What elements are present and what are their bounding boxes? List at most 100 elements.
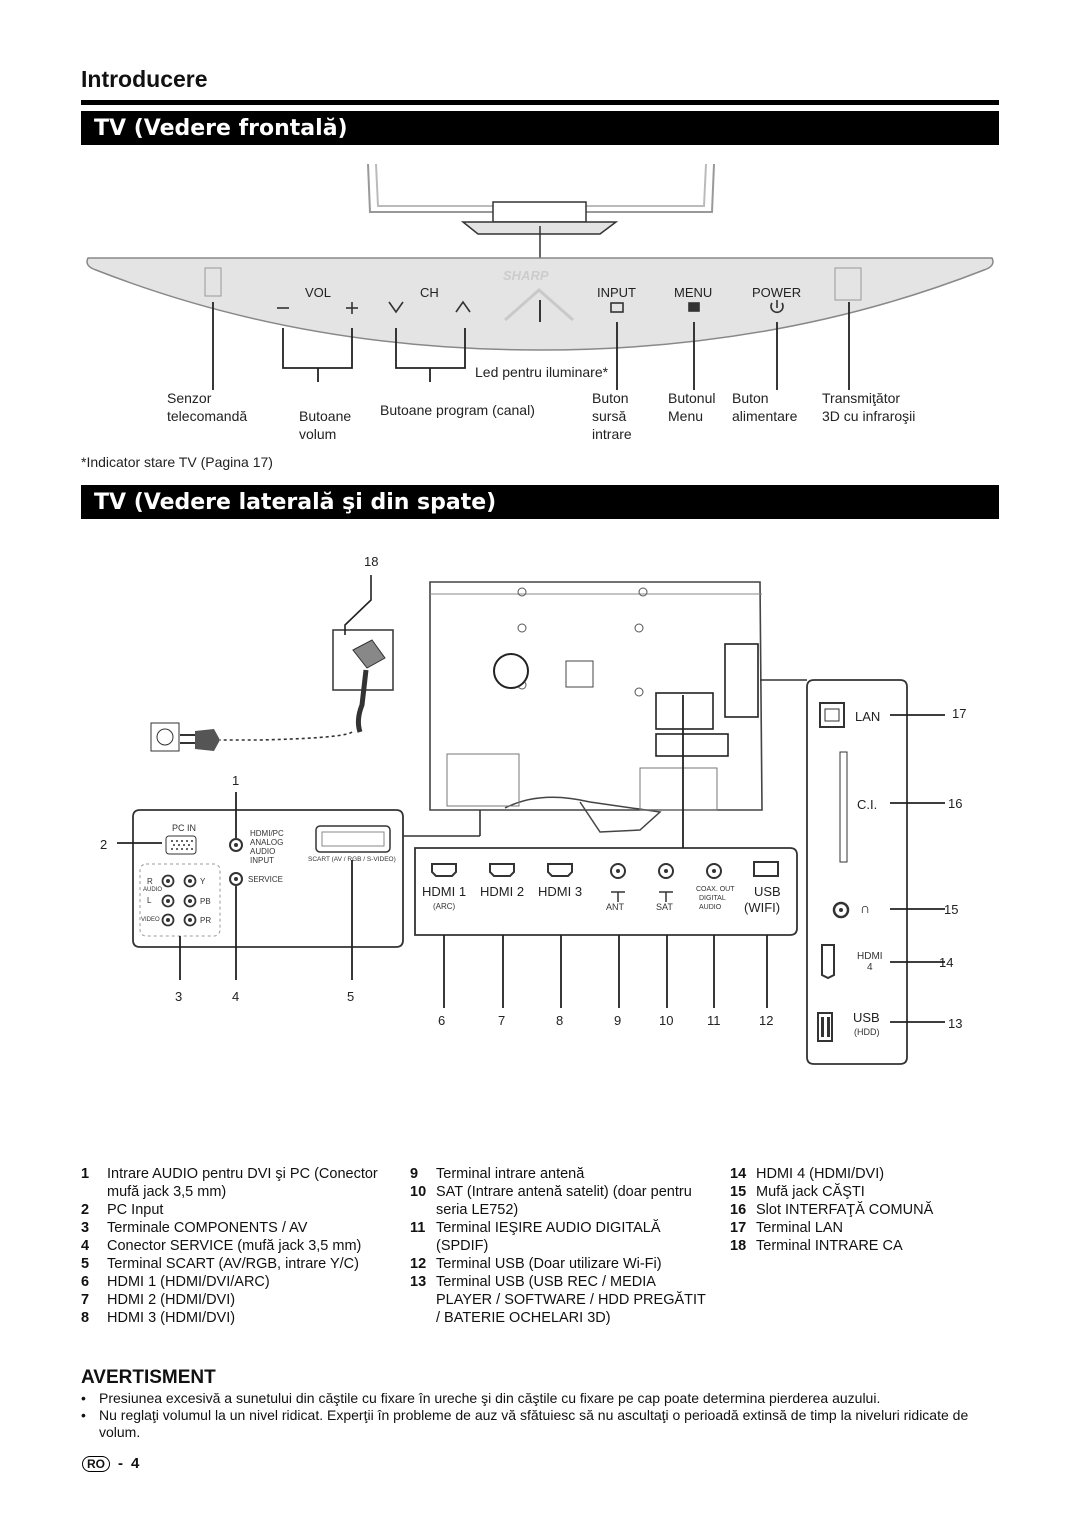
- power-plug: [195, 729, 220, 751]
- tv-stand-neck: [460, 201, 619, 258]
- ci-label: C.I.: [857, 797, 878, 812]
- callout-17: 17: [952, 706, 967, 721]
- stand-base: [504, 796, 662, 833]
- side-port-cutout: [655, 692, 714, 730]
- hdmi-pc-label-2: ANALOG: [250, 838, 284, 847]
- ir-desc-1: Transmiţător: [822, 390, 901, 406]
- audio-label: AUDIO: [143, 887, 163, 893]
- callout-1: 1: [232, 773, 240, 788]
- ac-inlet-circle: [493, 653, 529, 689]
- hdmi-ports: [431, 863, 573, 877]
- hdmi4-label-2: 4: [867, 962, 873, 973]
- sursa-label-1: Buton: [592, 390, 629, 406]
- power-cord: [355, 669, 369, 733]
- sursa-label-3: intrare: [592, 426, 632, 442]
- sensor-window-left: [204, 267, 222, 297]
- power-label: POWER: [752, 285, 802, 300]
- hdmi4-label-1: HDMI: [857, 951, 883, 962]
- callout-14: 14: [939, 955, 954, 970]
- sat-label: SAT: [656, 902, 673, 912]
- hdmi-pc-label-4: INPUT: [250, 856, 274, 865]
- arc-label: (ARC): [433, 902, 456, 911]
- front-view-heading: TV (Vedere frontală): [81, 111, 999, 145]
- pr-label: PR: [200, 916, 212, 925]
- brand-logo: SHARP: [503, 268, 549, 283]
- hdmi2-label: HDMI 2: [480, 884, 525, 899]
- language-badge: RO: [82, 1455, 110, 1472]
- ci-slot: [839, 751, 848, 863]
- sharp-logo-chevron: [504, 287, 574, 322]
- led-label: Led pentru iluminare*: [475, 364, 609, 380]
- front-footnote: *Indicator stare TV (Pagina 17): [81, 454, 273, 470]
- coax-label-3: AUDIO: [699, 904, 722, 911]
- coax-label-2: DIGITAL: [699, 895, 726, 902]
- callout-2: 2: [100, 837, 108, 852]
- warning-item: •Nu reglaţi volumul la un nivel ridicat.…: [81, 1407, 969, 1440]
- rear-view-diagram: [117, 575, 945, 1065]
- callout-5: 5: [347, 989, 355, 1004]
- section-title: Introducere: [81, 66, 208, 92]
- warning-list: •Presiunea excesivă a sunetului din căşt…: [81, 1390, 991, 1441]
- volum-label-2: volum: [299, 426, 337, 442]
- ant-label: ANT: [606, 902, 624, 912]
- callout-13: 13: [948, 1016, 963, 1031]
- callout-18: 18: [364, 554, 379, 569]
- rear-port-cutout: [655, 733, 729, 757]
- callout-12: 12: [759, 1013, 774, 1028]
- coax-label-1: COAX. OUT: [696, 886, 735, 893]
- callout-15: 15: [944, 902, 959, 917]
- header-rule: [81, 100, 999, 105]
- l-label: L: [147, 896, 152, 905]
- lan-label: LAN: [855, 709, 881, 724]
- y-label: Y: [200, 877, 206, 886]
- usb-label: USB: [754, 884, 781, 899]
- usb-hdd-label-2: (HDD): [854, 1027, 880, 1037]
- antenna-symbols: [611, 891, 673, 902]
- front-view-diagram: [86, 163, 994, 390]
- callout-10: 10: [659, 1013, 674, 1028]
- power-desc-1: Buton: [732, 390, 769, 406]
- menu-desc-1: Butonul: [668, 390, 716, 406]
- callout-3: 3: [175, 989, 183, 1004]
- callout-8: 8: [556, 1013, 564, 1028]
- hdmi1-label: HDMI 1: [422, 884, 467, 899]
- ch-label: CH: [420, 285, 439, 300]
- vga-port: [165, 835, 197, 855]
- button-icons: [277, 300, 784, 314]
- callout-9: 9: [614, 1013, 622, 1028]
- service-label: SERVICE: [248, 875, 283, 884]
- lan-port: [819, 702, 845, 728]
- scart-label: SCART (AV / RGB / S-VIDEO): [308, 856, 396, 863]
- warning-item: •Presiunea excesivă a sunetului din căşt…: [81, 1390, 881, 1406]
- bottom-port-panel: [414, 847, 798, 936]
- usb-wifi-port: [753, 861, 779, 877]
- page-separator: -: [118, 1455, 123, 1472]
- power-desc-2: alimentare: [732, 408, 798, 424]
- hdmi3-label: HDMI 3: [538, 884, 583, 899]
- sensor-window-right: [834, 267, 862, 301]
- rear-view-heading: TV (Vedere laterală şi din spate): [81, 485, 999, 519]
- callout-7: 7: [498, 1013, 506, 1028]
- wifi-label: (WIFI): [744, 900, 781, 915]
- menu-desc-2: Menu: [668, 408, 704, 424]
- warning-title: AVERTISMENT: [81, 1367, 216, 1388]
- senzor-label-1: Senzor: [167, 390, 212, 406]
- video-label: VIDEO: [141, 917, 160, 923]
- pb-label: PB: [200, 897, 211, 906]
- program-label: Butoane program (canal): [380, 402, 535, 418]
- wall-socket: [150, 722, 180, 752]
- hdmi4-port: [821, 944, 835, 980]
- volum-label-1: Butoane: [299, 408, 352, 424]
